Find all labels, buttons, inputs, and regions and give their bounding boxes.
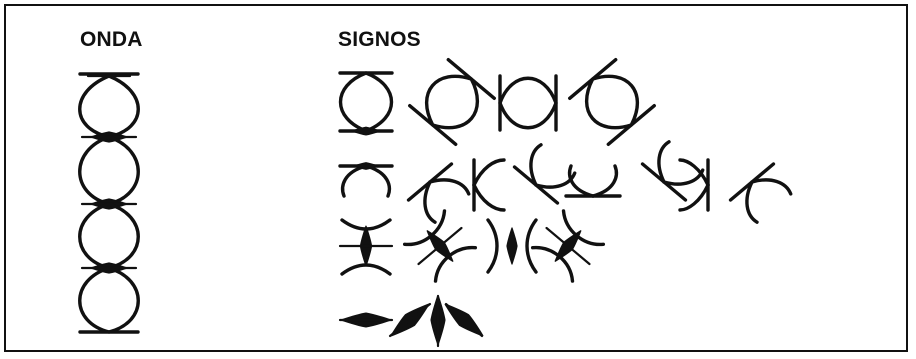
signos-row-4: [340, 296, 487, 346]
sign-r1-4: [570, 60, 655, 145]
sign-r2-1: [340, 163, 392, 197]
sign-r2-8: [731, 164, 796, 226]
sign-r3-1: [340, 220, 392, 274]
signos-row-2: [340, 138, 795, 226]
signos-row-3: [340, 210, 605, 283]
sign-r4-3: [431, 296, 445, 346]
wave-loop-2: [80, 137, 139, 204]
wave-loop-1: [80, 76, 139, 137]
sign-r4-1: [340, 313, 392, 327]
sign-r2-3: [474, 160, 504, 210]
onda-wave: [80, 74, 139, 332]
sign-r3-2: [403, 210, 477, 283]
sign-r4-4: [441, 299, 487, 341]
sign-r3-4: [531, 210, 605, 283]
sign-r2-2: [409, 164, 474, 226]
sign-r3-3: [488, 220, 536, 272]
sign-r2-5: [566, 166, 620, 196]
wave-loop-4: [80, 268, 139, 332]
signos-row-1: [340, 60, 654, 145]
sign-r4-2: [387, 299, 433, 341]
sign-r1-1: [340, 73, 392, 135]
sign-r1-2: [410, 60, 495, 145]
wave-loop-3: [80, 204, 139, 268]
sign-r1-3: [500, 76, 556, 130]
